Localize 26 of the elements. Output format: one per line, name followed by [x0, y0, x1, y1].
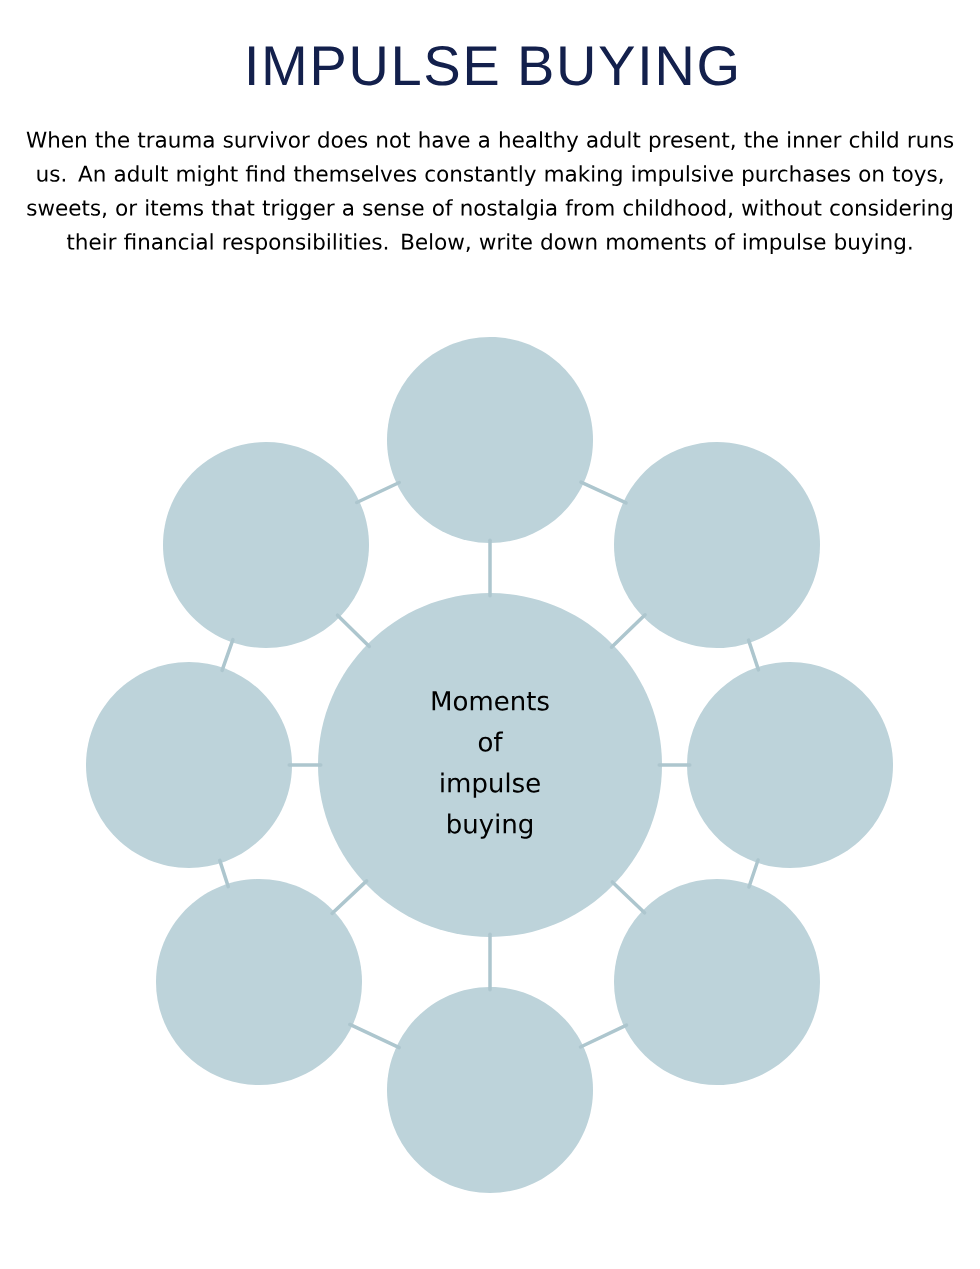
connector-line	[657, 763, 692, 767]
connector-line	[746, 638, 761, 672]
connector-line	[578, 1023, 629, 1049]
connector-line	[220, 637, 235, 673]
answer-circle	[156, 879, 362, 1085]
answer-circle	[614, 879, 820, 1085]
connector-line	[355, 480, 402, 505]
instructions-text: When the trauma survivor does not have a healthy adult present, the inner child runs us. An adult might find themselves constantly making impulsive purchases on toys, sweets, or items that trigger a sense of nostalgia from childhood, without considering their financial responsibilities. Below, write down moments of impulse buying.	[26, 131, 954, 254]
connector-line	[610, 880, 647, 915]
connector-line	[287, 763, 323, 767]
answer-circle	[86, 662, 292, 868]
connector-line	[579, 480, 628, 505]
title: IMPULSE BUYING	[249, 45, 736, 86]
answer-circle	[163, 442, 369, 648]
connector-line	[330, 879, 369, 916]
answer-circle	[387, 987, 593, 1193]
answer-circle	[387, 337, 593, 543]
connector-line	[348, 1022, 401, 1050]
connector-line	[488, 932, 492, 992]
connector-line	[488, 538, 492, 598]
connector-line	[609, 613, 647, 649]
connector-line	[335, 613, 372, 649]
answer-circle	[614, 442, 820, 648]
connector-line	[747, 858, 760, 889]
answer-circle	[687, 662, 893, 868]
connector-line	[218, 858, 230, 889]
